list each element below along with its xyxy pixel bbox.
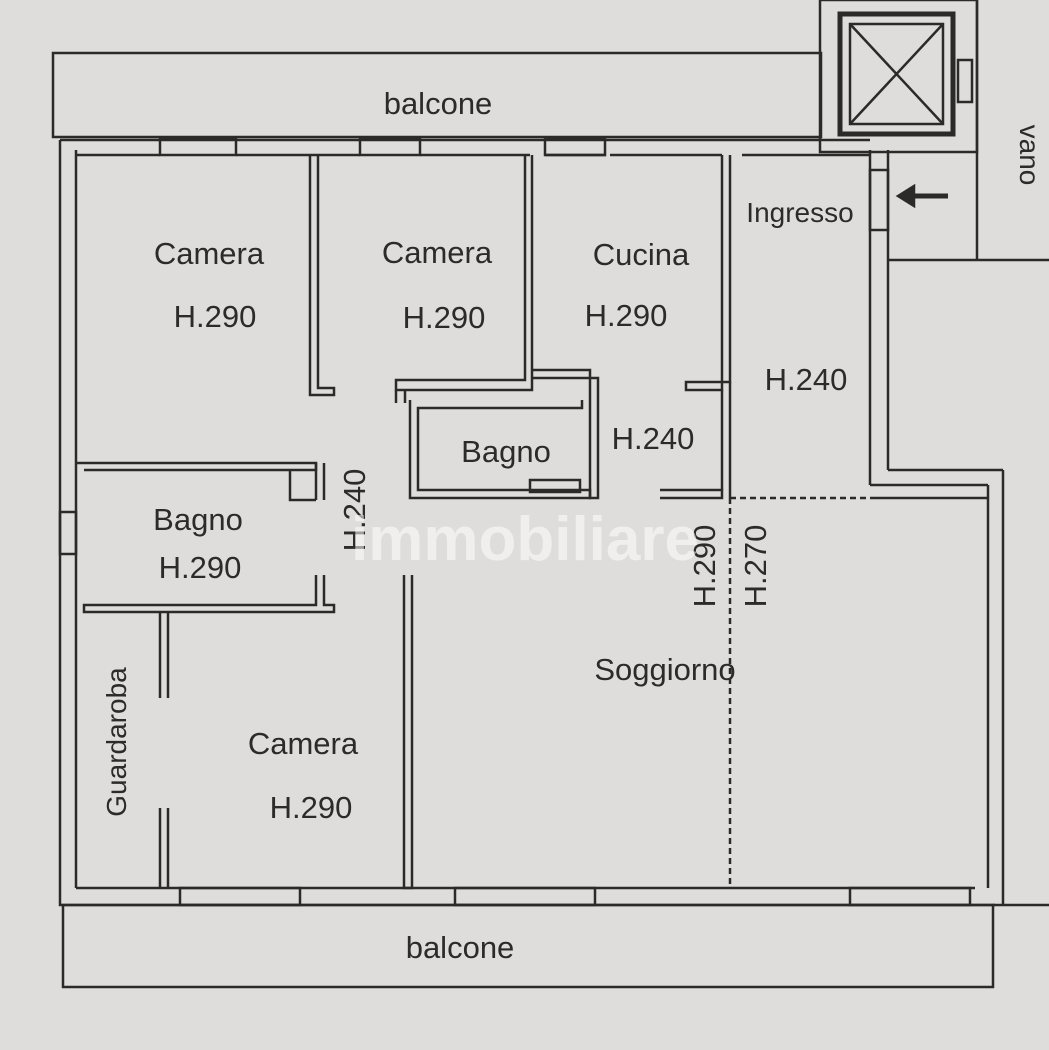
balcony-top-label: balcone	[384, 86, 493, 121]
ingresso-name: Ingresso	[746, 197, 853, 228]
camera-3-height: H.290	[270, 790, 353, 825]
disimpegno-height: H.240	[612, 421, 695, 456]
ingresso-height: H.240	[765, 362, 848, 397]
camera-1-name: Camera	[154, 236, 265, 271]
cucina-name: Cucina	[593, 237, 690, 272]
soggiorno-height-b: H.270	[738, 525, 773, 608]
soggiorno-height-a: H.290	[687, 525, 722, 608]
bagno-2-name: Bagno	[153, 502, 243, 537]
watermark: immobiliare	[351, 505, 699, 574]
balcony-bottom-label: balcone	[406, 930, 515, 965]
bagno-2-height: H.290	[159, 550, 242, 585]
cucina-height: H.290	[585, 298, 668, 333]
guardaroba-name: Guardaroba	[101, 667, 132, 817]
walls	[51, 0, 1049, 989]
soggiorno-name: Soggiorno	[594, 652, 735, 687]
stair-label: vano	[1014, 125, 1045, 186]
corridoio-height: H.240	[337, 469, 372, 552]
camera-2-name: Camera	[382, 235, 493, 270]
camera-1-height: H.290	[174, 299, 257, 334]
bagno-1-name: Bagno	[461, 434, 551, 469]
camera-2-height: H.290	[403, 300, 486, 335]
camera-3-name: Camera	[248, 726, 359, 761]
